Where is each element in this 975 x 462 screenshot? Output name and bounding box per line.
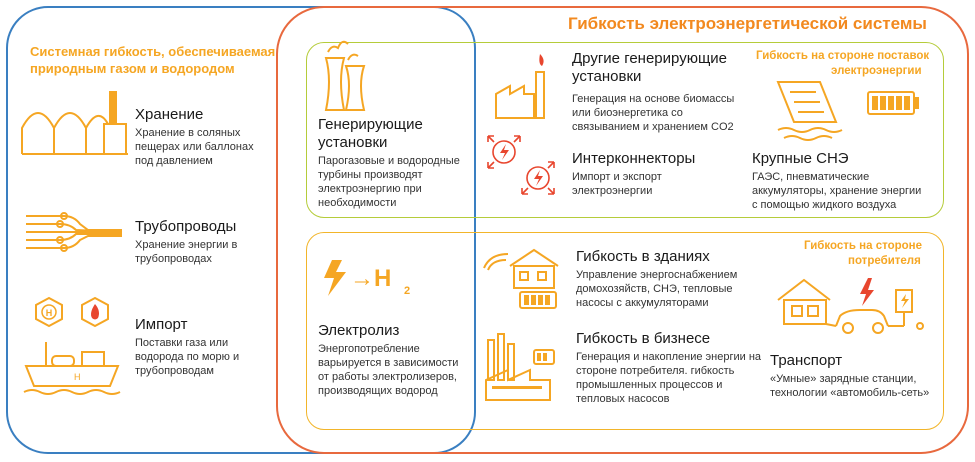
demand-side-label-line1: Гибкость на стороне [804, 240, 922, 252]
large-storage-desc-line3: с помощью жидкого воздуха [752, 198, 896, 212]
demand-side-label-line2: потребителя [848, 255, 921, 267]
large-storage-heading: Крупные СНЭ [752, 150, 849, 168]
business-desc-line2: стороне потребителя. гибкость [576, 364, 734, 378]
transport-desc-line1: «Умные» зарядные станции, [770, 372, 916, 386]
pipelines-desc-line1: Хранение энергии в [135, 238, 237, 252]
electrolysis-desc-line4: производящих водород [318, 384, 438, 398]
import-desc-line1: Поставки газа или [135, 336, 228, 350]
interconnectors-desc-line1: Импорт и экспорт [572, 170, 662, 184]
generation-heading-line1: Генерирующие [318, 116, 423, 134]
large-storage-desc-line2: аккумуляторы, хранение энергии [752, 184, 921, 198]
business-desc-line1: Генерация и накопление энергии на [576, 350, 761, 364]
interconnectors-heading: Интерконнекторы [572, 150, 695, 168]
generation-desc-line4: необходимости [318, 196, 396, 210]
buildings-heading: Гибкость в зданиях [576, 248, 710, 266]
industry-icon [484, 330, 564, 404]
large-storage-desc-line1: ГАЭС, пневматические [752, 170, 869, 184]
generation-desc-line3: электроэнергию при [318, 182, 422, 196]
supply-side-label-line2: электроэнергии [831, 65, 922, 77]
transport-heading: Транспорт [770, 352, 842, 370]
factory-icon [494, 52, 554, 122]
power-plant-icon [318, 32, 374, 112]
import-desc-line2: водорода по морю и [135, 350, 239, 364]
svg-text:→H: →H [350, 265, 391, 292]
electrolysis-icon: →H 2 [322, 258, 432, 298]
main-title: Гибкость электроэнергетической системы [568, 14, 927, 34]
electrolysis-desc-line1: Энергопотребление [318, 342, 420, 356]
interconnectors-desc-line2: электроэнергии [572, 184, 652, 198]
other-generation-heading-line2: установки [572, 68, 641, 86]
gas-storage-icon [20, 88, 130, 158]
other-generation-desc-line1: Генерация на основе биомассы [572, 92, 734, 106]
transport-desc-line2: технологии «автомобиль-сеть» [770, 386, 929, 400]
svg-text:2: 2 [404, 285, 410, 297]
pipelines-desc-line2: трубопроводах [135, 252, 212, 266]
business-desc-line4: тепловых насосов [576, 392, 669, 406]
svg-text:H: H [74, 372, 81, 382]
buildings-desc-line1: Управление энергоснабжением [576, 268, 737, 282]
storage-desc-line2: пещерах или баллонах [135, 140, 254, 154]
generation-heading-line2: установки [318, 134, 387, 152]
storage-desc-line3: под давлением [135, 154, 213, 168]
left-panel-title-line2: природным газом и водородом [30, 61, 235, 77]
storage-desc-line1: Хранение в соляных [135, 126, 240, 140]
storage-heading: Хранение [135, 106, 203, 124]
interconnector-icon [484, 132, 558, 202]
electrolysis-heading: Электролиз [318, 322, 399, 340]
ev-charging-icon [776, 270, 926, 340]
left-panel-title-line1: Системная гибкость, обеспечиваемая [30, 44, 275, 60]
tanker-ship-icon: H [22, 336, 122, 396]
pipeline-icon [24, 210, 124, 254]
business-desc-line3: промышленных процессов и [576, 378, 722, 392]
hydrogen-hexagon-icon: H [34, 296, 64, 328]
electrolysis-desc-line3: от работы электролизеров, [318, 370, 457, 384]
supply-side-label-line1: Гибкость на стороне поставок [756, 50, 929, 62]
import-heading: Импорт [135, 316, 187, 334]
electrolysis-desc-line2: варьируется в зависимости [318, 356, 458, 370]
other-generation-heading-line1: Другие генерирующие [572, 50, 727, 68]
smart-house-icon [480, 244, 570, 312]
import-desc-line3: трубопроводам [135, 364, 214, 378]
buildings-desc-line2: домохозяйств, СНЭ, тепловые [576, 282, 733, 296]
generation-desc-line2: турбины производят [318, 168, 423, 182]
svg-text:H: H [46, 308, 53, 318]
generation-desc-line1: Парогазовые и водородные [318, 154, 460, 168]
other-generation-desc-line3: связыванием и хранением CO2 [572, 120, 734, 134]
flame-hexagon-icon [80, 296, 110, 328]
pipelines-heading: Трубопроводы [135, 218, 236, 236]
dam-battery-icon [776, 80, 926, 140]
buildings-desc-line3: насосы с аккумуляторами [576, 296, 709, 310]
business-heading: Гибкость в бизнесе [576, 330, 710, 348]
other-generation-desc-line2: или биоэнергетика со [572, 106, 683, 120]
